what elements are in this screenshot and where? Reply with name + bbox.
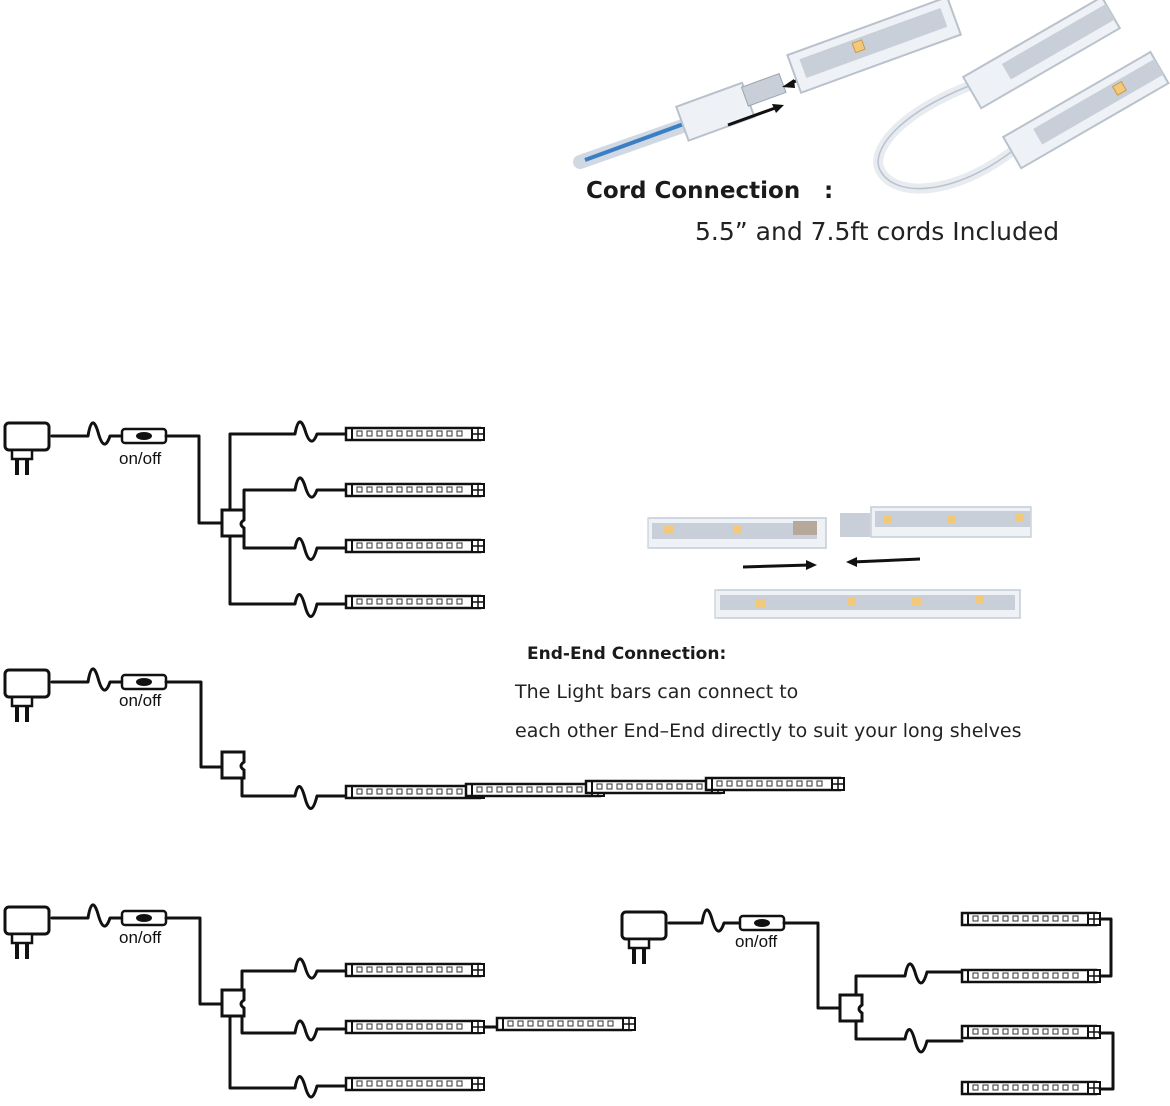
led-bar-icon (344, 784, 486, 800)
cord-connection-photo (573, 0, 1170, 194)
switch-label: on/off (735, 932, 778, 951)
diagram-looped-2x2: on/off (620, 908, 1115, 1096)
end-end-connection-title: End-End Connection: (527, 644, 726, 664)
led-bar-icon (344, 538, 486, 554)
led-bar-icon (344, 962, 486, 978)
led-bar-icon (495, 1016, 637, 1032)
switch-label: on/off (119, 928, 162, 947)
switch-icon (120, 427, 168, 445)
switch-icon (120, 673, 168, 691)
cord-connection-subtitle: 5.5” and 7.5ft cords Included (695, 217, 1059, 246)
led-bar-icon (344, 1076, 486, 1092)
led-bar-icon (464, 782, 606, 798)
led-bar-icon (960, 911, 1102, 927)
end-end-connection-line1: The Light bars can connect to (514, 681, 798, 703)
splitter-icon (220, 508, 246, 538)
led-bar-icon (960, 1080, 1102, 1096)
led-bar-icon (960, 968, 1102, 984)
power-adapter-icon (3, 668, 51, 724)
led-bar-icon (704, 776, 846, 792)
led-bar-icon (584, 779, 726, 795)
led-bar-icon (960, 1024, 1102, 1040)
end-end-connection-line2: each other End–End directly to suit your… (515, 720, 1022, 742)
cord-connection-colon: : (824, 178, 833, 204)
led-bar-icon (344, 426, 486, 442)
switch-icon (120, 909, 168, 927)
switch-label: on/off (119, 691, 162, 710)
end-end-connection-photo (640, 500, 1040, 625)
switch-label: on/off (119, 449, 162, 468)
diagram-parallel-4: on/off (3, 420, 486, 618)
power-adapter-icon (620, 910, 668, 966)
splitter-icon (220, 988, 246, 1018)
power-adapter-icon (3, 905, 51, 961)
splitter-icon (838, 993, 864, 1023)
power-adapter-icon (3, 421, 51, 477)
cord-connection-title: Cord Connection (586, 178, 800, 204)
diagram-series-4: on/off (3, 667, 846, 810)
led-bar-icon (344, 1019, 486, 1035)
diagram-mixed-3: on/off (3, 903, 637, 1099)
splitter-icon (220, 750, 246, 780)
led-bar-icon (344, 482, 486, 498)
led-bar-icon (344, 594, 486, 610)
switch-icon (738, 914, 786, 932)
